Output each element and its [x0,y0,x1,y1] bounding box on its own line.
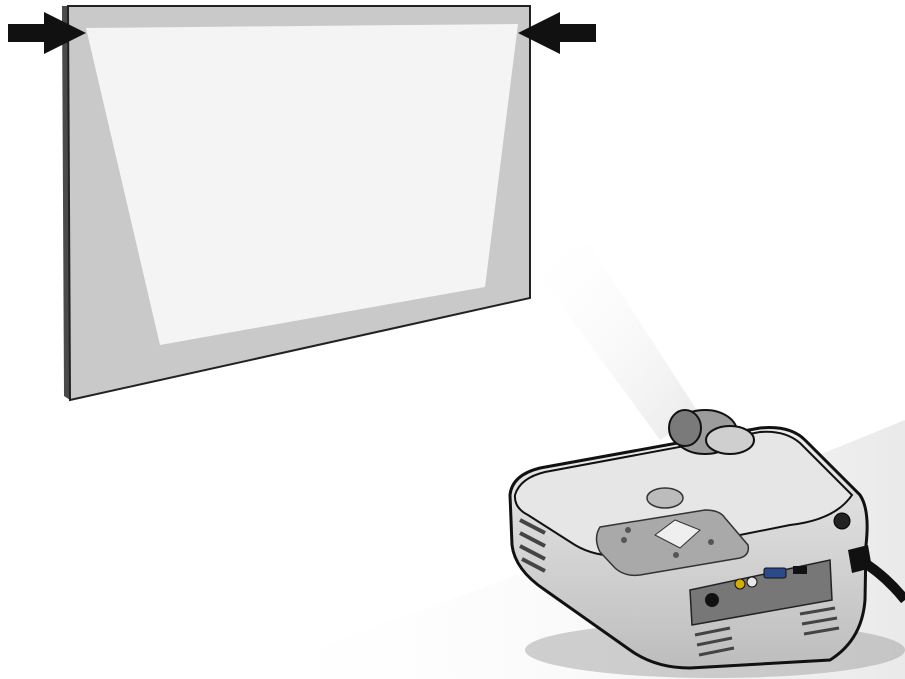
rear-vent [694,606,840,657]
side-vent [519,518,546,573]
projection-beam [525,245,700,440]
keystone-arrow-right-icon [518,12,596,54]
projector-icon [508,409,905,678]
keystone-arrow-left-icon [8,12,86,54]
connector-panel [689,559,833,626]
projection-screen-icon [62,5,531,402]
lens-icon [668,409,755,455]
power-cable-icon [848,545,905,604]
control-panel [595,487,750,577]
power-button-icon [833,512,851,530]
projected-image [86,24,518,345]
